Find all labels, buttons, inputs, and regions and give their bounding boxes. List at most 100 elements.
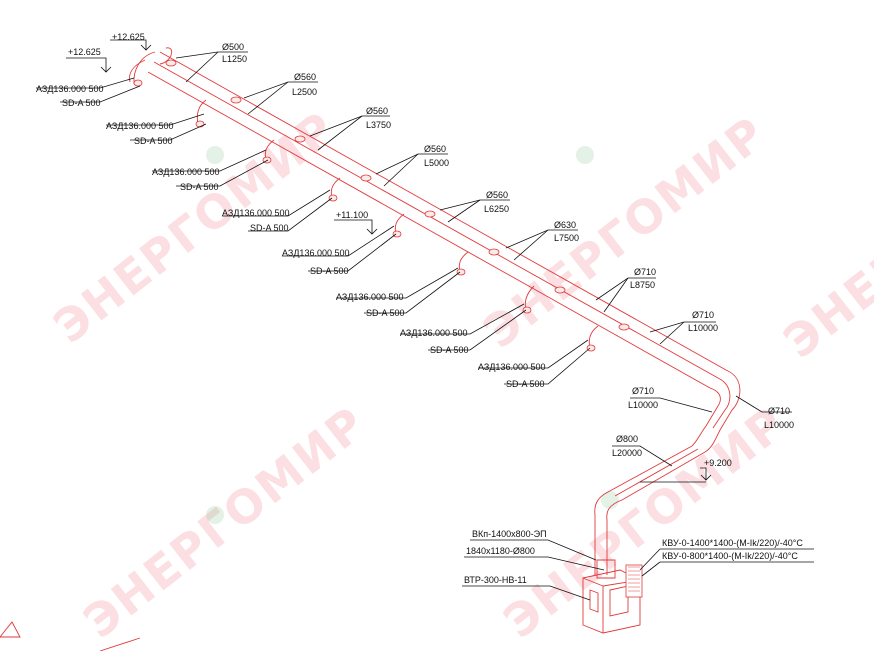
duct-diameter-label: Ø500 [222, 42, 244, 52]
tee-marker [165, 59, 177, 67]
tee-marker [294, 135, 306, 143]
duct-diameter-label: Ø710 [692, 310, 714, 320]
duct-top-edge [159, 51, 727, 371]
riser-outer [704, 369, 741, 453]
riser-duct [594, 369, 741, 575]
diffuser-model-label: SD-A 500 [430, 345, 469, 355]
duct-length-label: L6250 [484, 204, 509, 214]
diffuser-type-label: АЗД136.000 500 [106, 121, 173, 131]
diffuser-type-label: АЗД136.000 500 [36, 84, 103, 94]
fan-panel [589, 589, 599, 613]
duct-length-label: L1250 [222, 54, 247, 64]
duct-800-center [614, 448, 699, 497]
duct-length-label: L10000 [628, 400, 658, 410]
duct-diameter-label: Ø630 [554, 220, 576, 230]
fan-box [582, 569, 641, 634]
ahu-equipment [0, 559, 643, 651]
diffuser-model-label: SD-A 500 [310, 266, 349, 276]
duct-diameter-label: Ø560 [366, 106, 388, 116]
diffuser-model-label: SD-A 500 [62, 98, 101, 108]
elevation-marks [66, 39, 712, 483]
diffuser-model-label: SD-A 500 [180, 182, 219, 192]
watermark-logo-icon [601, 491, 619, 509]
watermark-logo-icon [206, 146, 224, 164]
heater-block [625, 564, 643, 598]
duct-diameter-label: Ø560 [486, 190, 508, 200]
duct-diameter-label: Ø710 [768, 406, 790, 416]
diffuser-marker [392, 230, 402, 238]
transition-box [596, 559, 616, 579]
elevation-label: +12.625 [112, 32, 145, 42]
diffuser-type-label: АЗД136.000 500 [336, 292, 403, 302]
diffuser-model-label: SD-A 500 [134, 136, 173, 146]
duct-length-label: L3750 [366, 120, 391, 130]
duct-length-label: L10000 [764, 420, 794, 430]
duct-length-label: L20000 [612, 448, 642, 458]
diffuser-marker [328, 194, 338, 202]
elevation-label: +11.100 [336, 210, 368, 220]
vertical-drop-left [594, 491, 609, 575]
vertical-drop-right [606, 499, 623, 575]
tee-marker [488, 248, 500, 256]
heater-label: КВУ-0-800*1400-(M-Ik/220)/-40°C [662, 551, 798, 561]
partial-line [99, 637, 141, 651]
elevation-label: +12.625 [68, 47, 101, 57]
duct-diameter-label: Ø560 [424, 144, 446, 154]
fan-panel [609, 585, 629, 617]
watermark-logo-icon [576, 146, 594, 164]
diffuser-type-label: АЗД136.000 500 [282, 248, 349, 258]
partial-symbol [0, 621, 21, 638]
tee-marker [618, 323, 630, 331]
diffuser-type-label: АЗД136.000 500 [478, 362, 545, 372]
leader-lines [36, 51, 814, 601]
branch-tees [133, 59, 630, 352]
duct-end-cap [159, 47, 173, 65]
watermark-text: ЭНЕРГОМИР [74, 396, 377, 649]
tee-marker [424, 210, 436, 218]
watermark-text: ЭНЕРГОМИР [474, 106, 777, 359]
equipment-labels: ВКп-1400х800-ЭП 1840х1180-Ø800 ВТР-300-Н… [464, 529, 803, 585]
duct-diameter-label: Ø560 [294, 72, 316, 82]
duct-diameter-label: Ø710 [632, 386, 654, 396]
duct-length-label: L5000 [424, 158, 449, 168]
duct-diameter-label: Ø800 [616, 434, 638, 444]
duct-section-labels: Ø500 L1250 Ø560 L2500 Ø560 L3750 Ø560 L5… [222, 42, 794, 458]
diffuser-model-label: SD-A 500 [506, 379, 545, 389]
diffuser-type-label: АЗД136.000 500 [152, 167, 219, 177]
duct-start-bend [133, 51, 156, 85]
diffuser-marker [133, 79, 143, 87]
valve-label: ВКп-1400х800-ЭП [472, 529, 547, 539]
diffuser-marker [586, 344, 596, 352]
elevation-labels: +12.625 +12.625 +11.100 +9.200 [68, 32, 732, 468]
duct-length-label: L7500 [554, 233, 579, 243]
diffuser-model-label: SD-A 500 [366, 308, 405, 318]
duct-length-label: L10000 [688, 323, 718, 333]
duct-diameter-label: Ø710 [634, 267, 656, 277]
duct-length-label: L2500 [292, 87, 317, 97]
diffuser-labels: АЗД136.000 500 SD-A 500 АЗД136.000 500 S… [36, 84, 545, 389]
duct-length-label: L8750 [630, 280, 655, 290]
watermark-text: ЭНЕРГОМИР [774, 116, 874, 369]
tee-marker [230, 96, 242, 104]
duct-start-bend [129, 59, 146, 83]
watermark-text: ЭНЕРГОМИР [494, 396, 797, 649]
duct-800-lower [607, 445, 693, 493]
diffuser-marker [456, 268, 466, 276]
riser-inner [691, 387, 721, 447]
diffuser-marker [195, 120, 205, 128]
tee-marker [360, 174, 372, 182]
watermark-group: ЭНЕРГОМИР ЭНЕРГОМИР ЭНЕРГОМИР ЭНЕРГОМИР … [44, 101, 874, 649]
riser-center [712, 377, 731, 429]
heater-fins [628, 566, 640, 592]
watermark-logo-icon [206, 506, 224, 524]
diffuser-type-label: АЗД136.000 500 [400, 328, 467, 338]
diffuser-marker [522, 306, 532, 314]
diffuser-type-label: АЗД136.000 500 [222, 208, 289, 218]
diffuser-model-label: SD-A 500 [250, 223, 289, 233]
heater-label: КВУ-0-1400*1400-(M-Ik/220)/-40°C [662, 538, 803, 548]
transition-label: 1840х1180-Ø800 [466, 546, 535, 556]
duct-bottom-edge [147, 71, 711, 389]
elevation-label: +9.200 [704, 458, 732, 468]
tee-marker [554, 286, 566, 294]
